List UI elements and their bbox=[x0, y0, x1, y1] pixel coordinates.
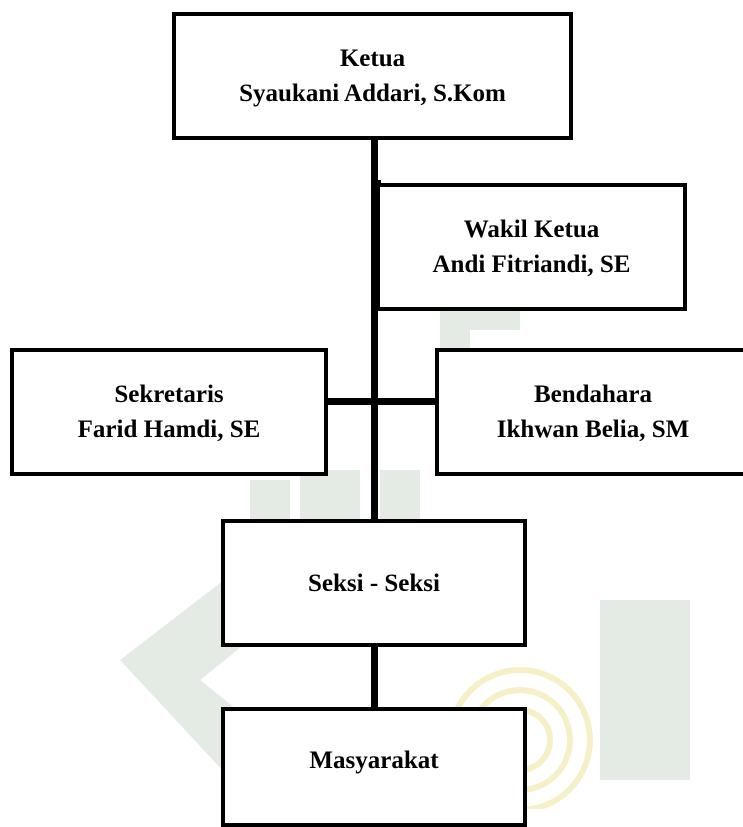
node-wakil-ketua: Wakil Ketua Andi Fitriandi, SE bbox=[376, 183, 687, 311]
node-masyarakat-role: Masyarakat bbox=[309, 746, 439, 774]
node-sekretaris: Sekretaris Farid Hamdi, SE bbox=[10, 348, 328, 476]
main-vertical-connector bbox=[371, 138, 378, 710]
node-masyarakat: Masyarakat bbox=[221, 707, 527, 827]
node-ketua-name: Syaukani Addari, S.Kom bbox=[239, 80, 506, 107]
sekretaris-bendahara-connector bbox=[325, 398, 440, 405]
node-wakil-ketua-name: Andi Fitriandi, SE bbox=[432, 251, 631, 278]
node-ketua-role: Ketua bbox=[339, 45, 406, 72]
node-ketua: Ketua Syaukani Addari, S.Kom bbox=[172, 12, 573, 140]
node-sekretaris-role: Sekretaris bbox=[114, 381, 224, 408]
node-seksi: Seksi - Seksi bbox=[221, 519, 527, 647]
node-wakil-ketua-role: Wakil Ketua bbox=[463, 216, 600, 243]
node-sekretaris-name: Farid Hamdi, SE bbox=[77, 416, 261, 443]
node-bendahara-name: Ikhwan Belia, SM bbox=[496, 416, 690, 443]
node-bendahara-role: Bendahara bbox=[533, 381, 653, 408]
node-bendahara: Bendahara Ikhwan Belia, SM bbox=[435, 348, 743, 476]
node-seksi-role: Seksi - Seksi bbox=[308, 569, 440, 597]
